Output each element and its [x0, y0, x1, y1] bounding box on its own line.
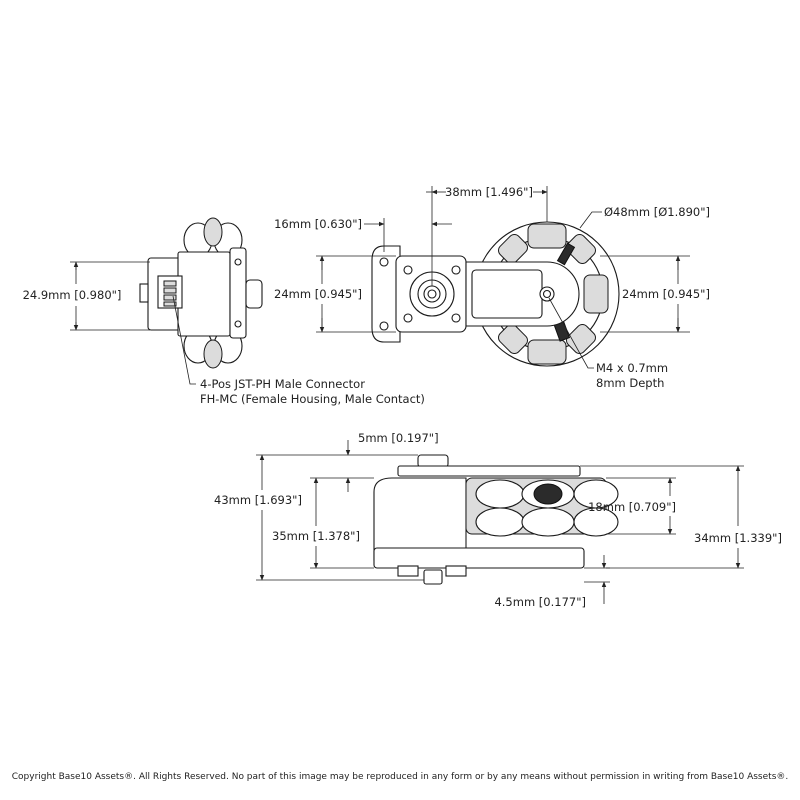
connector-tab	[139, 283, 149, 303]
shaft-side	[245, 279, 263, 309]
thread-label-line2: 8mm Depth	[596, 376, 664, 390]
dim-label-16mm: 16mm [0.630"]	[274, 217, 362, 231]
bottom-boss-left	[397, 565, 419, 577]
dim-label-18mm: 18mm [0.709"]	[588, 500, 676, 514]
bottom-shaft	[423, 569, 443, 585]
bottom-boss-right	[445, 565, 467, 577]
wheel-rollers	[498, 223, 609, 365]
dim-label-diameter: Ø48mm [Ø1.890"]	[604, 205, 710, 219]
dim-24mm-left: 24mm [0.945"]	[274, 255, 396, 333]
dim-34mm: 34mm [1.339"]	[580, 465, 782, 569]
dim-16mm: 16mm [0.630"]	[274, 217, 452, 252]
dim-label-38mm: 38mm [1.496"]	[445, 185, 533, 199]
connector-label-line2: FH-MC (Female Housing, Male Contact)	[200, 392, 425, 406]
mounting-ear	[371, 245, 401, 343]
dim-38mm: 38mm [1.496"]	[426, 185, 548, 286]
thread-callout: M4 x 0.7mm 8mm Depth	[548, 297, 668, 390]
arm-plate-front	[397, 465, 581, 477]
dim-diameter-48mm: Ø48mm [Ø1.890"]	[579, 205, 710, 229]
base-plate-front	[373, 547, 585, 569]
dim-5mm: 5mm [0.197"]	[344, 431, 439, 492]
dim-24mm-right: 24mm [0.945"]	[600, 255, 710, 333]
omni-wheel-front	[465, 477, 619, 537]
dim-label-43mm: 43mm [1.693"]	[214, 493, 302, 507]
dim-label-4-5mm: 4.5mm [0.177"]	[494, 595, 586, 609]
dim-35mm: 35mm [1.378"]	[272, 477, 374, 569]
dim-4-5mm: 4.5mm [0.177"]	[494, 555, 610, 609]
thread-label-line1: M4 x 0.7mm	[596, 361, 668, 375]
dim-label-24mm-left: 24mm [0.945"]	[274, 287, 362, 301]
dim-label-34mm: 34mm [1.339"]	[694, 531, 782, 545]
dim-label-24-9mm: 24.9mm [0.980"]	[23, 288, 122, 302]
wheel-hub-side	[177, 251, 231, 337]
dim-43mm: 43mm [1.693"]	[214, 454, 424, 581]
dim-label-24mm-right: 24mm [0.945"]	[622, 287, 710, 301]
dim-24-9mm: 24.9mm [0.980"]	[23, 261, 150, 331]
connector-callout: 4-Pos JST-PH Male Connector FH-MC (Femal…	[172, 295, 425, 406]
copyright-notice: Copyright Base10 Assets®. All Rights Res…	[12, 772, 789, 782]
dim-label-5mm: 5mm [0.197"]	[358, 431, 439, 445]
dim-label-35mm: 35mm [1.378"]	[272, 529, 360, 543]
front-view: 5mm [0.197"] 43mm [1.693"] 35mm [1.378"]…	[214, 431, 782, 609]
dim-18mm: 18mm [0.709"]	[588, 477, 676, 535]
top-view: 16mm [0.630"] 38mm [1.496"] Ø48mm [Ø1.89…	[274, 185, 710, 390]
connector-label-line1: 4-Pos JST-PH Male Connector	[200, 377, 365, 391]
left-side-view: 24.9mm [0.980"] 4-Pos JST-PH Male Connec…	[23, 217, 425, 406]
shaft-cap	[417, 454, 449, 468]
